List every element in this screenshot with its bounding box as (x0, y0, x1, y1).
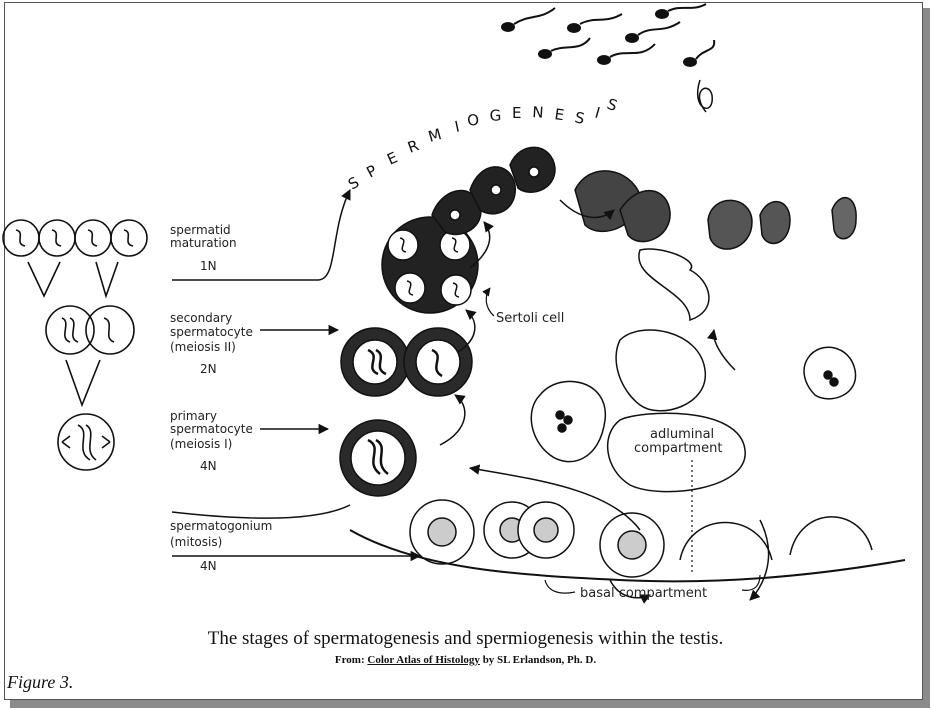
source-title: Color Atlas of Histology (367, 654, 480, 666)
letter: S (605, 95, 621, 116)
primary-label-line2: spermatocyte (170, 422, 253, 436)
secondary-ploidy: 2N (200, 362, 217, 376)
spermatid-ploidy: 1N (200, 259, 217, 273)
spermatogonia (410, 500, 664, 577)
letter: R (405, 136, 422, 157)
figure-caption: The stages of spermatogenesis and spermi… (0, 628, 931, 650)
letter: P (363, 161, 380, 182)
adluminal-label-line1: adluminal (650, 427, 714, 442)
spermatozoon (684, 40, 714, 66)
secondary-label-line2: spermatocyte (170, 325, 253, 339)
free-spermatozoa (502, 4, 714, 112)
sertoli-cell-label: Sertoli cell (496, 311, 564, 326)
meiosis-schematic (3, 220, 147, 470)
letter: E (512, 104, 522, 122)
spermatozoon (626, 22, 680, 42)
stage-labels: spermatid maturation 1N secondary sperma… (170, 223, 272, 573)
source-prefix: From: (335, 654, 365, 666)
letter: S (573, 108, 587, 128)
letter: I (453, 117, 462, 136)
primary-spermatocyte (340, 420, 416, 496)
secondary-spermatocytes (341, 328, 472, 396)
spermatogonium-ploidy: 4N (200, 559, 217, 573)
source-author: by SL Erlandson, Ph. D. (483, 654, 596, 666)
spermatogonium-label-line1: spermatogonium (170, 519, 272, 533)
primary-label-line3: (meiosis I) (170, 437, 232, 451)
spermatozoon (656, 4, 706, 18)
spermatozoon (598, 44, 655, 64)
spermatozoon (502, 8, 555, 31)
sertoli-label-arrow (486, 288, 494, 316)
letter: S (345, 173, 363, 194)
primary-ploidy: 4N (200, 459, 217, 473)
spermatid-label-line1: spermatid (170, 223, 231, 237)
primary-label-line1: primary (170, 409, 217, 423)
letter: E (553, 105, 566, 124)
sperm-tail-loop (698, 80, 713, 112)
letter: O (466, 110, 481, 130)
secondary-label-line3: (meiosis II) (170, 340, 236, 354)
secondary-label-line1: secondary (170, 311, 232, 325)
sertoli-cells (531, 249, 872, 560)
letter: M (426, 125, 444, 146)
letter: G (489, 106, 503, 125)
basal-compartment-label: basal compartment (580, 586, 707, 601)
letter: N (532, 103, 545, 122)
adluminal-label-line2: compartment (634, 441, 722, 456)
spermatogonium-label-line2: (mitosis) (170, 535, 222, 549)
figure-label: Figure 3. (7, 672, 73, 693)
letter: E (384, 148, 401, 169)
elongating-spermatids (432, 147, 856, 249)
letter: I (593, 104, 603, 123)
spermatid-label-line2: maturation (170, 236, 237, 250)
figure-source: From: Color Atlas of Histology by SL Erl… (0, 654, 931, 666)
spermatozoon (568, 14, 622, 32)
spermatozoon (539, 38, 590, 58)
